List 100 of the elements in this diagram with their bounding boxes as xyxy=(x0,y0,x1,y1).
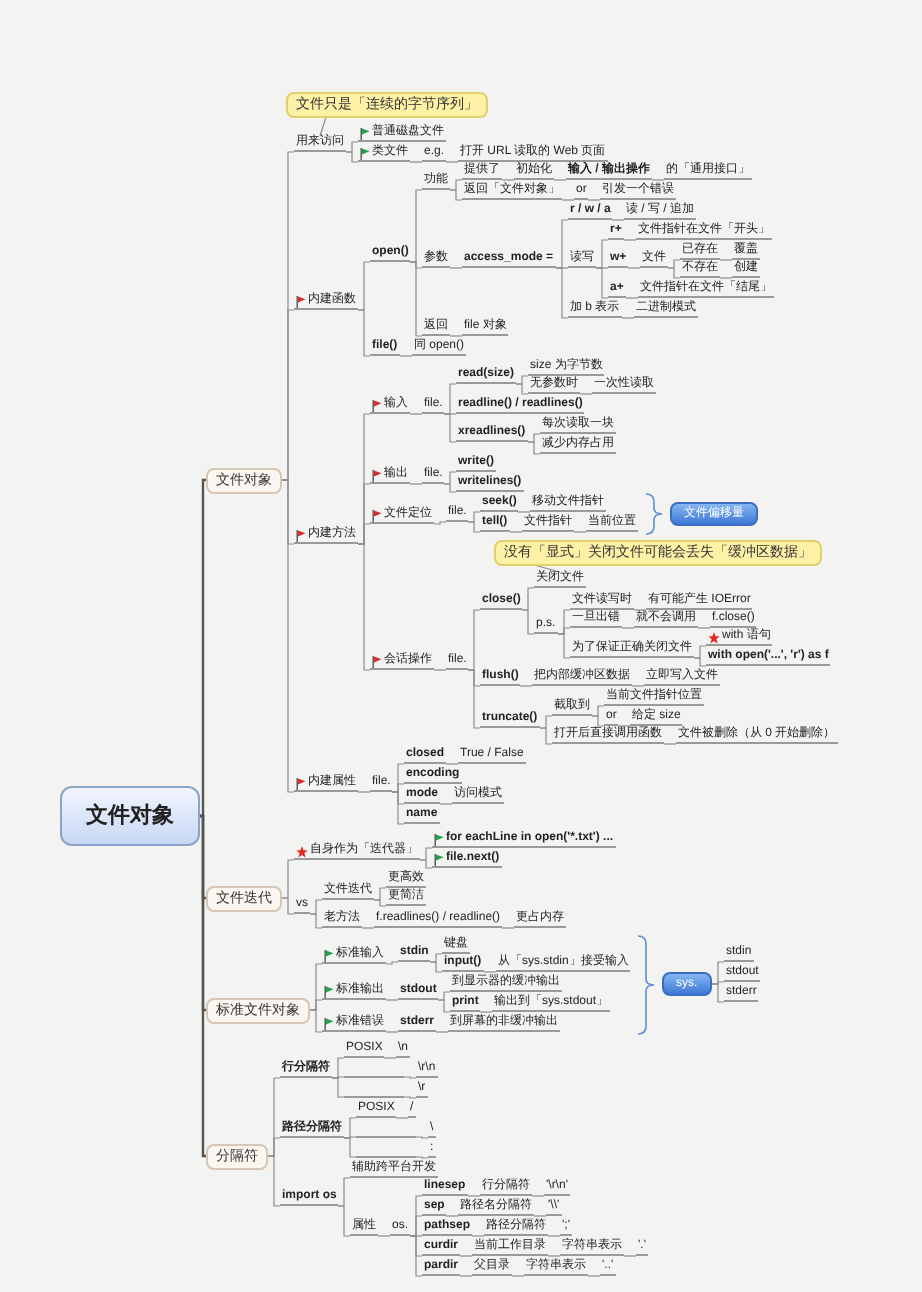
mind-map-topic xyxy=(322,1016,386,1032)
connector-line xyxy=(539,727,553,745)
connector-line xyxy=(595,239,609,269)
connector-line xyxy=(409,483,423,485)
connector-line xyxy=(395,1117,409,1119)
connector-line xyxy=(419,847,433,861)
connector-line xyxy=(281,859,295,899)
connector-line xyxy=(409,1235,423,1277)
connector-line xyxy=(443,471,457,485)
connector-line xyxy=(467,609,481,671)
connector-line xyxy=(399,355,413,357)
mind-map-topic xyxy=(294,528,358,544)
connector-line xyxy=(443,483,457,493)
connector-line xyxy=(361,927,375,929)
connector-line xyxy=(391,791,405,825)
connector-line xyxy=(511,1275,525,1277)
connector-line xyxy=(557,627,571,635)
mind-map-topic xyxy=(358,126,446,142)
connector-line xyxy=(433,669,447,671)
main-topic-box xyxy=(206,885,282,911)
summary-box xyxy=(670,502,758,526)
connector-line xyxy=(509,531,523,533)
connector-line xyxy=(383,1057,397,1059)
connector-line xyxy=(415,1156,429,1159)
connector-line xyxy=(467,521,481,533)
connector-line xyxy=(403,1076,417,1079)
main-topic-box xyxy=(206,467,282,493)
connector-line xyxy=(633,609,647,611)
connector-line xyxy=(519,685,533,687)
connector-line xyxy=(517,511,531,513)
mind-map-topic xyxy=(370,654,434,670)
connector-line xyxy=(409,161,423,163)
main-topic-box xyxy=(206,1143,268,1169)
connector-line xyxy=(437,991,451,1001)
connector-line xyxy=(343,1117,357,1139)
mind-map-topic xyxy=(294,776,358,792)
connector-line xyxy=(533,564,561,573)
connector-line xyxy=(309,999,323,1011)
connector-line xyxy=(533,1215,547,1217)
connector-line xyxy=(527,433,541,443)
connector-line xyxy=(501,927,515,929)
connector-line xyxy=(625,297,639,299)
connector-line xyxy=(445,161,459,163)
connector-line xyxy=(377,1235,391,1237)
connector-line xyxy=(623,1255,637,1257)
connector-line xyxy=(521,587,535,611)
connector-line xyxy=(439,803,453,805)
connector-line xyxy=(621,317,635,319)
connector-line xyxy=(385,999,399,1001)
connector-line xyxy=(515,375,529,385)
connector-line xyxy=(415,1136,429,1139)
connector-line xyxy=(521,609,535,635)
connector-line xyxy=(623,239,637,241)
connector-line xyxy=(711,961,725,985)
connector-line xyxy=(693,657,707,667)
connector-line xyxy=(557,633,571,659)
mind-map-topic xyxy=(322,948,386,964)
connector-line xyxy=(373,899,387,907)
connector-line xyxy=(527,441,541,455)
connector-line xyxy=(357,791,371,793)
connector-line xyxy=(693,645,707,659)
connector-line xyxy=(547,1235,561,1237)
connector-line xyxy=(337,1177,351,1207)
connector-line xyxy=(591,715,605,727)
connector-line xyxy=(343,1137,357,1158)
mind-map-topic xyxy=(432,832,616,848)
connector-line xyxy=(587,1275,601,1277)
connector-line xyxy=(611,219,625,221)
connector-line xyxy=(357,543,371,671)
connector-line xyxy=(385,961,399,965)
connector-line xyxy=(429,961,443,973)
connector-line xyxy=(573,531,587,533)
mind-map-topic xyxy=(294,844,420,860)
connector-line xyxy=(449,179,463,191)
connector-line xyxy=(531,1195,545,1197)
central-topic-box xyxy=(60,785,200,846)
connector-line xyxy=(555,219,569,269)
connector-line xyxy=(449,189,463,201)
connector-line xyxy=(409,1215,423,1237)
connector-line xyxy=(449,267,463,269)
connector-line xyxy=(309,1009,323,1033)
connector-line xyxy=(357,309,371,357)
connector-line xyxy=(445,1215,459,1217)
connector-line xyxy=(719,259,733,261)
connector-line xyxy=(483,971,497,973)
connector-line xyxy=(667,259,681,269)
connector-line xyxy=(281,479,295,793)
connector-line xyxy=(409,413,423,415)
connector-line xyxy=(553,179,567,181)
mind-map-topic xyxy=(294,294,358,310)
connector-line xyxy=(631,685,645,687)
connector-line xyxy=(435,1031,449,1033)
connector-line xyxy=(627,267,641,269)
connector-line xyxy=(443,383,457,415)
connector-line xyxy=(409,189,423,263)
mind-map-topic xyxy=(432,852,502,868)
callout-note xyxy=(494,539,822,565)
connector-line xyxy=(651,179,665,181)
connector-line xyxy=(281,309,295,481)
connector-line xyxy=(343,1136,357,1139)
